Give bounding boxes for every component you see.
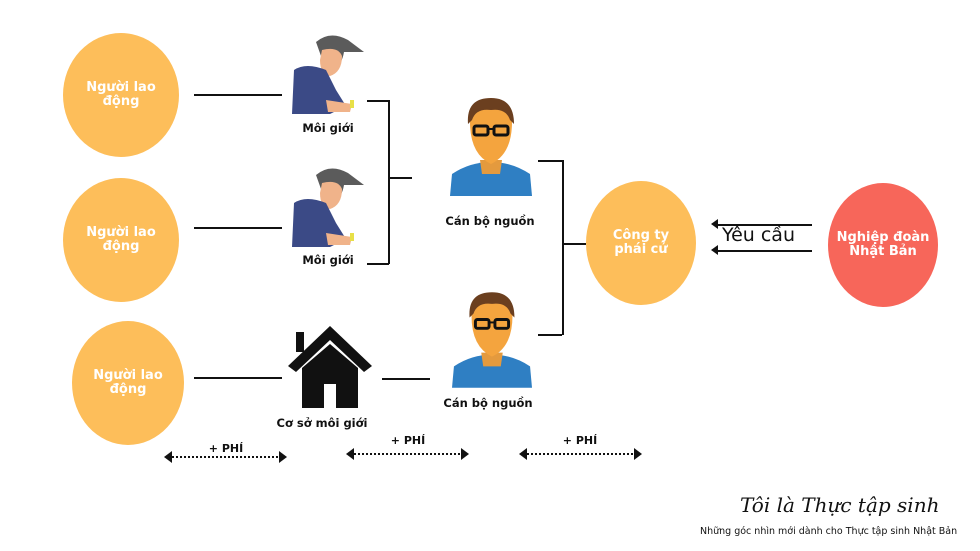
connector-line: [538, 334, 562, 336]
connector-line: [194, 94, 282, 96]
connector-line: [538, 160, 562, 162]
source-officer-label: Cán bộ nguồn: [443, 396, 533, 410]
worker-node-2: Người lao động: [63, 178, 179, 302]
worker-node-3: Người lao động: [72, 321, 184, 445]
fee-range-line: [527, 453, 633, 455]
worker-label: Người lao động: [93, 368, 163, 397]
fee-range-line: [354, 453, 460, 455]
fee-label: + PHÍ: [208, 442, 244, 455]
connector-line: [194, 377, 282, 379]
broker-label: Môi giới: [302, 253, 354, 267]
company-node: Công ty phái cử: [586, 181, 696, 305]
request-arrow: [716, 224, 812, 226]
connector-line: [388, 100, 390, 264]
connector-line: [382, 378, 430, 380]
arrow-left-icon: [346, 448, 354, 460]
arrow-left-icon: [519, 448, 527, 460]
fee-label: + PHÍ: [390, 434, 426, 447]
worker-writing-icon: [292, 35, 364, 114]
brand-subtitle: Những góc nhìn mới dành cho Thực tập sin…: [700, 526, 958, 537]
brand-title: Tôi là Thực tập sinh: [740, 493, 940, 517]
worker-writing-icon: [292, 168, 364, 247]
arrow-head-icon: [711, 245, 718, 255]
connector-line: [367, 263, 389, 265]
union-node: Nghiệp đoàn Nhật Bản: [828, 183, 938, 307]
fee-range-line: [172, 456, 278, 458]
arrow-right-icon: [279, 451, 287, 463]
arrow-head-icon: [711, 219, 718, 229]
connector-line: [562, 243, 586, 245]
man-glasses-icon: [452, 292, 532, 388]
connector-line: [194, 227, 282, 229]
request-arrow: [716, 250, 812, 252]
connector-line: [388, 177, 412, 179]
company-label: Công ty phái cử: [612, 228, 670, 257]
house-icon: [288, 326, 372, 408]
arrow-right-icon: [634, 448, 642, 460]
union-label: Nghiệp đoàn Nhật Bản: [836, 230, 930, 259]
man-glasses-icon: [450, 98, 532, 196]
broker-label: Môi giới: [302, 121, 354, 135]
worker-label: Người lao động: [86, 80, 156, 109]
connector-line: [562, 160, 564, 335]
broker-office-label: Cơ sở môi giới: [276, 416, 368, 430]
arrow-left-icon: [164, 451, 172, 463]
fee-label: + PHÍ: [562, 434, 598, 447]
connector-line: [367, 100, 389, 102]
arrow-right-icon: [461, 448, 469, 460]
worker-node-1: Người lao động: [63, 33, 179, 157]
request-label: Yêu cầu: [722, 224, 795, 246]
source-officer-label: Cán bộ nguồn: [445, 214, 535, 228]
worker-label: Người lao động: [86, 225, 156, 254]
